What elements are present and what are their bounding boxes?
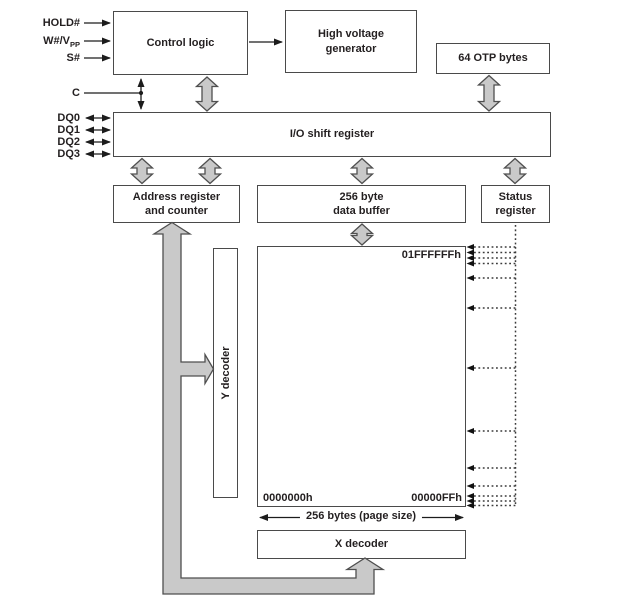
status-line-arrowhead [466,498,474,504]
status-line-arrowhead [466,428,474,434]
status-register-line1: Status [498,190,533,203]
signal-label-s: S# [14,51,80,65]
memory-address-top-right: 01FFFFFFh [401,249,461,261]
status-register-label: Status register [495,190,535,219]
signal-dq0-text: DQ0 [57,112,80,124]
data-buffer-line1: 256 byte [339,190,384,203]
signal-s-text: S# [66,52,80,64]
signal-label-wvpp: W#/VPP [14,34,80,52]
status-line-arrowhead [466,493,474,499]
signal-label-dq3: DQ3 [14,147,80,161]
buffer-array-bus-arrow [349,223,375,246]
status-line-arrowhead [466,483,474,489]
status-line-arrowhead [466,365,474,371]
hv-label-line1: High voltage [317,28,384,41]
otp-io-bus-arrow [476,74,502,112]
signal-label-dq0: DQ0 [14,111,80,125]
control-io-bus-arrow [194,76,220,112]
status-line-arrowhead [466,260,474,267]
data-buffer-label: 256 byte data buffer [333,190,390,219]
signal-dq3-text: DQ3 [57,148,80,160]
address-register-line1: Address register [132,190,221,203]
control-logic-label: Control logic [146,36,215,49]
y-decoder-box: Y decoder [213,248,238,498]
io-address-bus-arrow-1 [129,157,155,185]
address-register-line2: and counter [145,205,208,217]
hv-label-line2: generator [325,42,377,55]
signal-wvpp-text: W#/V [43,35,70,47]
signal-hold-text: HOLD# [42,17,80,29]
status-line-arrowhead [466,275,474,281]
signal-wvpp-subscript: PP [69,40,80,50]
signal-label-c: C [14,86,80,100]
x-decoder-label: X decoder [334,538,389,551]
status-register-box: Status register [481,185,550,223]
page-size-label: 256 bytes (page size) [299,510,423,522]
memory-address-bottom-right: 00000FFh [411,491,462,504]
signal-dq2-text: DQ2 [57,136,80,148]
data-buffer-box: 256 byte data buffer [257,185,466,223]
signal-c-text: C [72,87,80,99]
otp-bytes-label: 64 OTP bytes [458,52,528,65]
data-buffer-line2: data buffer [333,205,390,217]
status-line-arrowhead [466,502,474,509]
status-line-arrowhead [466,465,474,471]
status-select-lines [466,225,517,509]
signal-dq1-text: DQ1 [57,124,80,136]
signal-label-dq2: DQ2 [14,135,80,149]
address-register-box: Address register and counter [113,185,240,223]
x-decoder-box: X decoder [257,530,466,559]
io-shift-register-label: I/O shift register [289,128,375,141]
control-logic-box: Control logic [113,11,248,75]
status-line-arrowhead [466,244,474,250]
c-junction-dot [138,90,144,96]
address-register-label: Address register and counter [133,190,220,219]
status-line-arrowhead [466,255,474,261]
memory-address-bottom-left: 0000000h [263,491,313,504]
signal-label-dq1: DQ1 [14,123,80,137]
memory-array-box: 01FFFFFFh 0000000h 00000FFh [257,246,466,507]
status-register-line2: register [495,205,536,217]
otp-bytes-box: 64 OTP bytes [436,43,550,74]
io-address-bus-arrow-2 [197,157,223,185]
status-line-arrowhead [466,305,474,311]
page-size-text: 256 bytes (page size) [305,510,417,522]
io-shift-register-box: I/O shift register [113,112,551,157]
io-buffer-bus-arrow [349,157,375,185]
signal-label-hold: HOLD# [14,16,80,30]
io-status-bus-arrow [502,157,528,185]
status-line-arrowhead [466,249,474,256]
y-decoder-label: Y decoder [219,346,232,400]
